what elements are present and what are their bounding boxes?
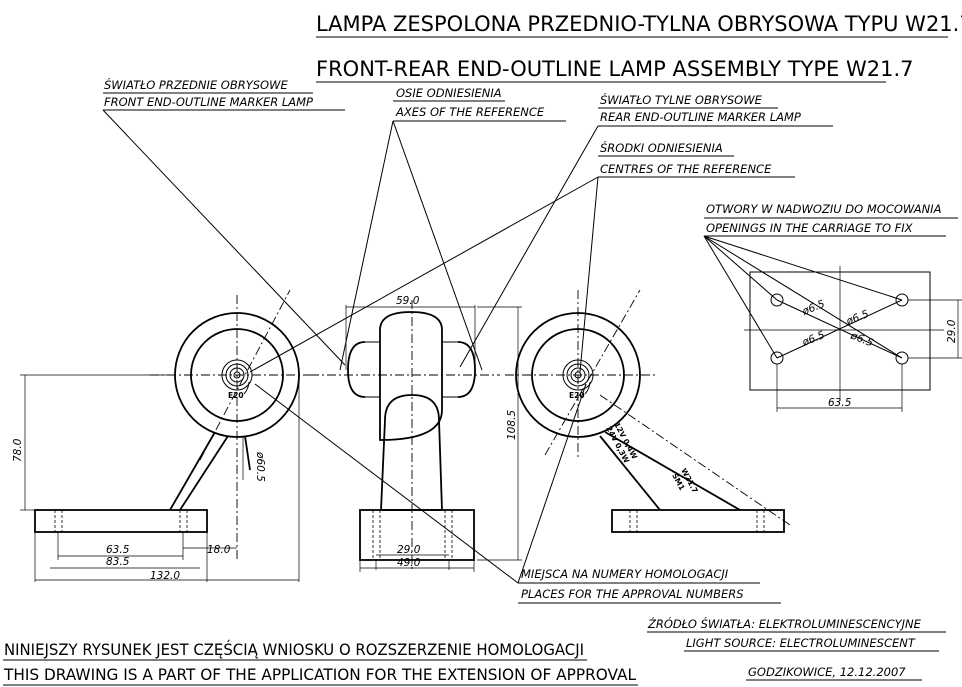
label-openings-en: OPENINGS IN THE CARRIAGE TO FIX (706, 221, 914, 235)
hole-dia-4: ø6.5 (848, 329, 875, 349)
hole-dia-2: ø6.5 (844, 308, 871, 328)
hole-dia-3: ø6.5 (800, 329, 827, 349)
label-approval-pl: MIEJSCA NA NUMERY HOMOLOGACJI (521, 567, 729, 581)
leader-lines (102, 109, 903, 584)
dim-hole-635: 63.5 (828, 397, 852, 409)
dim-29-middle: 29.0 (397, 544, 421, 556)
approval-mark-right: E20 (569, 391, 585, 400)
title-english: FRONT-REAR END-OUTLINE LAMP ASSEMBLY TYP… (316, 57, 914, 81)
dim-78: 78.0 (12, 438, 24, 462)
middle-side-view (310, 300, 522, 572)
label-source-pl: ŹRÓDŁO ŚWIATŁA: ELEKTROLUMINESCENCYJNE (647, 616, 922, 631)
label-centres-pl: ŚRODKI ODNIESIENIA (600, 140, 723, 155)
label-openings-pl: OTWORY W NADWOZIU DO MOCOWANIA (706, 202, 942, 216)
label-front-marker-pl: ŚWIATŁO PRZEDNIE OBRYSOWE (104, 77, 288, 92)
label-axes-pl: OSIE ODNIESIENIA (396, 86, 502, 100)
dim-49: 49.0 (397, 557, 421, 569)
dim-hole-29: 29.0 (946, 319, 958, 343)
mounting-hole-pattern (744, 266, 962, 412)
label-place-date: GODZIKOWICE, 12.12.2007 (748, 665, 906, 679)
footer-polish: NINIEJSZY RYSUNEK JEST CZĘŚCIĄ WNIOSKU O… (4, 640, 584, 659)
dim-605: ø60.5 (254, 451, 266, 482)
label-centres-en: CENTRES OF THE REFERENCE (600, 162, 772, 176)
label-axes-en: AXES OF THE REFERENCE (395, 105, 545, 119)
title-polish: LAMPA ZESPOLONA PRZEDNIO-TYLNA OBRYSOWA … (316, 12, 962, 36)
label-approval-en: PLACES FOR THE APPROVAL NUMBERS (521, 587, 744, 601)
label-rear-marker-en: REAR END-OUTLINE MARKER LAMP (600, 110, 801, 124)
hole-dia-1: ø6.5 (800, 298, 827, 318)
label-rear-marker-pl: ŚWIATŁO TYLNE OBRYSOWE (600, 92, 763, 107)
dim-635-left: 63.5 (106, 544, 130, 556)
right-lamp-view: E20 (505, 289, 791, 533)
left-lamp-view: E20 (20, 289, 310, 582)
label-front-marker-en: FRONT END-OUTLINE MARKER LAMP (104, 95, 313, 109)
label-source-en: LIGHT SOURCE: ELECTROLUMINESCENT (686, 636, 916, 650)
dim-835: 83.5 (106, 556, 130, 568)
dim-18: 18.0 (207, 544, 231, 556)
dim-132: 132.0 (150, 570, 180, 582)
dim-1085: 108.5 (506, 410, 518, 440)
approval-mark-left: E20 (228, 391, 244, 400)
dim-59: 59.0 (396, 295, 420, 307)
footer-english: THIS DRAWING IS A PART OF THE APPLICATIO… (3, 665, 636, 684)
